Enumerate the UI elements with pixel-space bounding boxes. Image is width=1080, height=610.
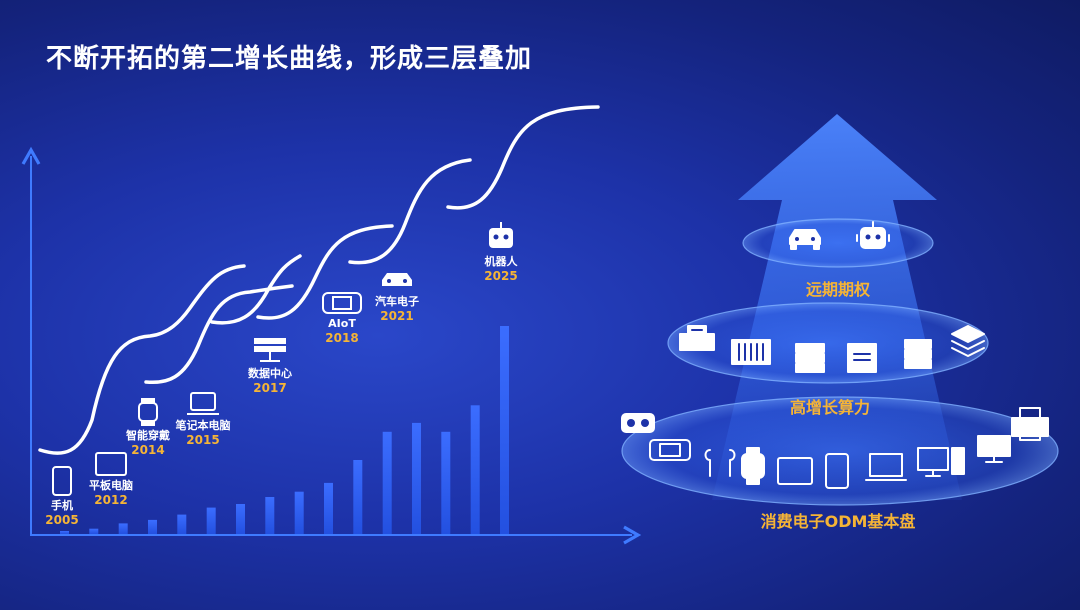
growth-curve	[38, 105, 600, 455]
milestone-year: 2005	[45, 513, 79, 527]
growth-bar	[206, 507, 216, 534]
layer-label-long-term: 远期期权	[805, 280, 870, 299]
layer-label-consumer-base: 消费电子ODM基本盘	[760, 512, 916, 531]
milestone-label: 智能穿戴	[126, 429, 170, 442]
milestone-datacenter: 数据中心 2017	[225, 338, 315, 396]
tablet-icon	[95, 452, 127, 476]
growth-bar	[89, 528, 99, 534]
tablet-icon	[777, 457, 813, 485]
rack-server-icon	[731, 339, 771, 365]
milestone-year: 2025	[484, 269, 518, 283]
milestone-year: 2014	[131, 443, 165, 457]
robot-icon	[856, 221, 890, 249]
layer-label-high-growth: 高增长算力	[789, 398, 870, 417]
milestone-year: 2018	[325, 331, 359, 345]
milestone-label: 笔记本电脑	[175, 419, 231, 432]
server-icon	[254, 338, 286, 362]
server-tower-icon	[795, 343, 825, 373]
growth-bar	[177, 514, 187, 534]
milestone-label: 汽车电子	[375, 295, 419, 308]
milestone-tablet: 平板电脑 2012	[66, 452, 156, 508]
watch-icon	[138, 398, 158, 426]
milestone-robot: 机器人 2025	[456, 222, 546, 284]
milestone-label: AIoT	[328, 317, 356, 330]
layer-disc-middle	[667, 302, 989, 384]
game-console-icon	[322, 292, 362, 314]
growth-bar	[500, 326, 509, 534]
growth-bar	[412, 422, 421, 534]
car-icon	[382, 273, 412, 286]
growth-bar	[382, 431, 392, 534]
milestone-label: 平板电脑	[89, 479, 133, 492]
watch-icon	[741, 447, 765, 485]
laptop-icon	[187, 392, 219, 415]
growth-bar	[470, 405, 480, 534]
growth-bar	[324, 482, 333, 534]
milestone-wearable: 智能穿戴 2014	[103, 398, 193, 458]
growth-bar	[441, 431, 451, 534]
growth-bar	[118, 523, 128, 534]
layer-disc-top	[742, 218, 934, 268]
printer-icon	[1011, 407, 1049, 441]
milestone-year: 2021	[380, 309, 414, 323]
growth-bar	[236, 504, 245, 534]
milestone-year: 2012	[94, 493, 128, 507]
milestone-year: 2015	[186, 433, 220, 447]
robot-icon	[489, 222, 513, 248]
growth-bar	[294, 491, 304, 534]
milestone-label: 数据中心	[248, 367, 292, 380]
growth-bar	[265, 497, 275, 534]
phone-icon	[825, 453, 849, 489]
growth-bar	[353, 460, 363, 534]
growth-bar	[60, 531, 69, 534]
milestone-laptop: 笔记本电脑 2015	[158, 392, 248, 448]
layer-disc-base	[621, 396, 1059, 506]
slide-title: 不断开拓的第二增长曲线，形成三层叠加	[46, 44, 533, 74]
milestone-label: 手机	[51, 499, 73, 512]
milestone-phone: 手机 2005	[17, 466, 107, 528]
desktop-pc-icon	[917, 447, 965, 477]
layers-icon	[951, 325, 985, 357]
vr-headset-icon	[621, 413, 655, 433]
earbuds-icon	[704, 449, 736, 477]
car-icon	[789, 229, 821, 250]
storage-icon	[904, 339, 932, 369]
laptop-icon	[865, 453, 907, 481]
network-switch-icon	[847, 343, 877, 373]
game-console-icon	[649, 439, 691, 461]
monitor-icon	[977, 435, 1011, 463]
milestone-label: 机器人	[484, 255, 518, 268]
milestone-auto: 汽车电子 2021	[352, 270, 442, 324]
growth-bars	[60, 326, 509, 534]
switch-icon	[679, 325, 715, 351]
phone-icon	[52, 466, 72, 496]
milestone-aiot: AIoT 2018	[297, 292, 387, 346]
milestone-year: 2017	[253, 381, 287, 395]
growth-bar	[148, 519, 157, 534]
